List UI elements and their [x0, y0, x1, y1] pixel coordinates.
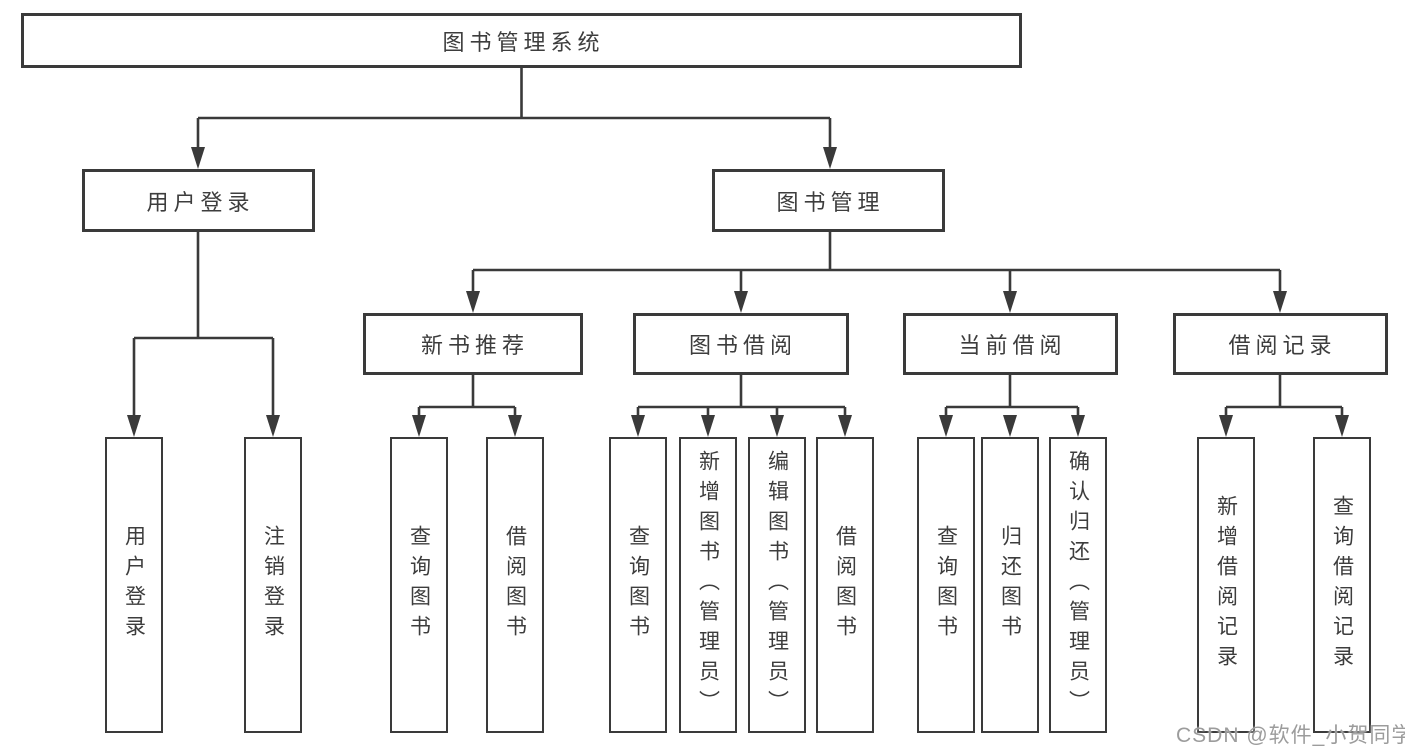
arrowhead	[412, 415, 426, 437]
arrowhead	[1335, 415, 1349, 437]
node-label: 图书管理系统	[442, 29, 605, 55]
arrowhead	[508, 415, 522, 437]
leaf-query-books-current: 查询图书	[917, 437, 975, 733]
leaf-label: 新增借阅记录	[1214, 495, 1238, 675]
node-label: 用户登录	[146, 189, 255, 215]
node-label: 新书推荐	[420, 333, 529, 358]
leaf-label: 查询图书	[626, 525, 650, 645]
arrowhead	[1273, 291, 1287, 313]
arrowhead	[1003, 415, 1017, 437]
arrowhead	[823, 147, 837, 169]
leaf-label: 用户登录	[122, 525, 146, 645]
arrowhead	[701, 415, 715, 437]
arrowhead	[770, 415, 784, 437]
leaf-return-books: 归还图书	[981, 437, 1039, 733]
leaf-label: 新增图书（管理员）	[696, 450, 720, 720]
arrowhead	[734, 291, 748, 313]
arrowhead	[127, 415, 141, 437]
leaf-add-borrow-record: 新增借阅记录	[1197, 437, 1255, 733]
leaf-query-books-borrowing: 查询图书	[609, 437, 667, 733]
node-borrowing-records: 借阅记录	[1173, 313, 1388, 375]
leaf-user-login: 用户登录	[105, 437, 163, 733]
arrowhead-icons	[127, 147, 1349, 437]
node-new-book-recommend: 新书推荐	[363, 313, 583, 375]
arrowhead	[1071, 415, 1085, 437]
arrowhead	[466, 291, 480, 313]
leaf-borrow-books-borrowing: 借阅图书	[816, 437, 874, 733]
node-label: 当前借阅	[958, 333, 1067, 358]
leaf-label: 注销登录	[261, 525, 285, 645]
node-library-system: 图书管理系统	[21, 13, 1022, 68]
arrowhead	[939, 415, 953, 437]
leaf-borrow-books-recommend: 借阅图书	[486, 437, 544, 733]
node-label: 图书借阅	[688, 333, 797, 358]
leaf-query-borrow-record: 查询借阅记录	[1313, 437, 1371, 733]
arrowhead	[1219, 415, 1233, 437]
leaf-label: 借阅图书	[833, 525, 857, 645]
leaf-label: 查询图书	[934, 525, 958, 645]
watermark: CSDN @软件_小贺同学	[1176, 724, 1405, 747]
arrowhead	[191, 147, 205, 169]
node-book-management: 图书管理	[712, 169, 945, 232]
arrowhead	[631, 415, 645, 437]
arrowhead	[1003, 291, 1017, 313]
leaf-label: 查询借阅记录	[1330, 495, 1354, 675]
node-label: 图书管理	[776, 189, 885, 215]
leaf-label: 归还图书	[998, 525, 1022, 645]
leaf-edit-books-admin: 编辑图书（管理员）	[748, 437, 806, 733]
leaf-query-books-recommend: 查询图书	[390, 437, 448, 733]
leaf-confirm-return-admin: 确认归还（管理员）	[1049, 437, 1107, 733]
leaf-label: 编辑图书（管理员）	[765, 450, 789, 720]
arrowhead	[266, 415, 280, 437]
leaf-label: 查询图书	[407, 525, 431, 645]
leaf-logout: 注销登录	[244, 437, 302, 733]
connector-lines	[132, 68, 1344, 419]
leaf-label: 确认归还（管理员）	[1066, 450, 1090, 720]
leaf-label: 借阅图书	[503, 525, 527, 645]
arrowhead	[838, 415, 852, 437]
node-user-login: 用户登录	[82, 169, 315, 232]
node-book-borrowing: 图书借阅	[633, 313, 849, 375]
leaf-add-books-admin: 新增图书（管理员）	[679, 437, 737, 733]
node-current-borrowing: 当前借阅	[903, 313, 1118, 375]
node-label: 借阅记录	[1228, 333, 1337, 358]
